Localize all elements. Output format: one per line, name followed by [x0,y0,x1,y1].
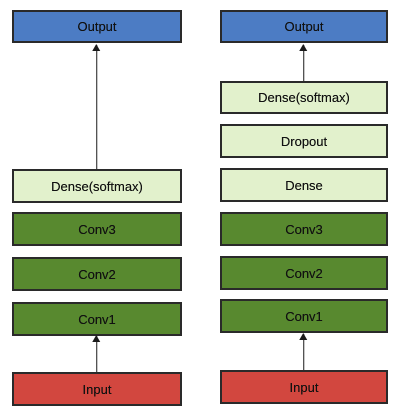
right-input-label: Input [289,379,319,395]
left-conv2-label: Conv2 [78,266,116,282]
right-conv2-label: Conv2 [285,265,323,281]
right-arrow-input-to-conv1 [299,333,308,370]
right-conv2-layer: Conv2 [220,256,388,290]
right-conv1-label: Conv1 [285,308,323,324]
left-conv3-layer: Conv3 [12,212,182,246]
left-input-label: Input [82,381,112,397]
right-conv1-layer: Conv1 [220,299,388,333]
left-arrow-input-to-conv1 [92,335,101,372]
right-dropout-layer: Dropout [220,124,388,158]
right-dense-softmax-label: Dense(softmax) [258,90,350,105]
right-output-layer: Output [220,10,388,43]
right-dense-softmax-layer: Dense(softmax) [220,81,388,114]
left-output-layer: Output [12,10,182,43]
right-input-layer: Input [220,370,388,404]
left-architecture: Output Dense(softmax) Conv3 Conv2 Conv1 … [12,0,182,420]
left-conv2-layer: Conv2 [12,257,182,291]
right-dropout-label: Dropout [280,133,328,149]
left-arrow-dense-to-output [92,44,101,169]
left-conv1-layer: Conv1 [12,302,182,336]
right-dense-layer: Dense [220,168,388,202]
left-input-layer: Input [12,372,182,406]
right-conv3-label: Conv3 [285,221,323,237]
left-conv1-label: Conv1 [78,311,116,327]
right-dense-label: Dense [285,177,323,193]
left-output-label: Output [77,19,117,34]
left-conv3-label: Conv3 [78,221,116,237]
left-dense-softmax-label: Dense(softmax) [51,178,143,194]
right-arrow-dense-softmax-to-output [299,44,308,81]
right-architecture: Output Dense(softmax) Dropout Dense Conv… [220,0,388,420]
right-conv3-layer: Conv3 [220,212,388,246]
right-output-label: Output [284,19,324,34]
left-dense-softmax-layer: Dense(softmax) [12,169,182,203]
